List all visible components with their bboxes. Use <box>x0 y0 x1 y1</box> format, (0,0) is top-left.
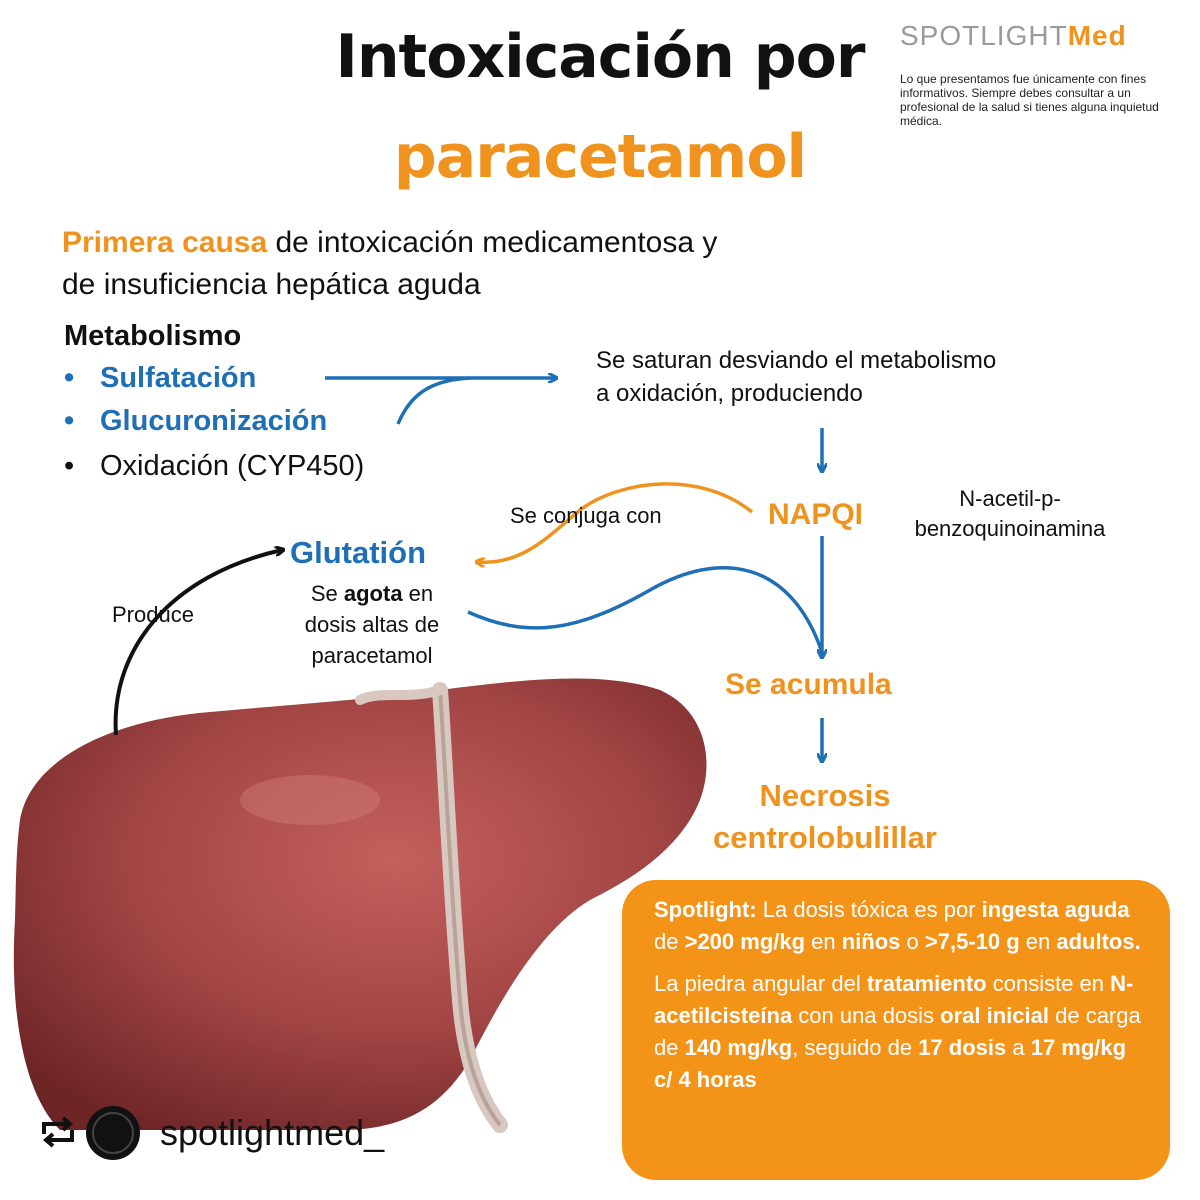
bold-span: niños <box>841 929 901 954</box>
arrow-glucuronization <box>396 376 471 425</box>
liver-illustration <box>13 678 707 1133</box>
text-span: en <box>1019 929 1057 954</box>
bold-span: 17 dosis <box>918 1035 1007 1060</box>
disclaimer: Lo que presentamos fue únicamente con fi… <box>900 72 1159 128</box>
intro-highlight: Primera causa <box>62 226 268 259</box>
conjugates-label: Se conjuga con <box>510 503 662 528</box>
text-span: a <box>1006 1035 1031 1060</box>
arrow-conjugates <box>478 482 754 562</box>
necrosis-line-1: Necrosis <box>759 778 891 813</box>
text-span: , seguido de <box>792 1035 919 1060</box>
text-span: en <box>805 929 842 954</box>
metabolism-item-label: Sulfatación <box>100 362 257 394</box>
depletion-text: Se agota en dosis altas de paracetamol <box>272 578 472 671</box>
metabolism-item-label: Oxidación (CYP450) <box>100 450 365 482</box>
intro-line-2: de insuficiencia hepática aguda <box>62 268 481 301</box>
saturation-line-1: Se saturan desviando el metabolismo <box>596 347 997 374</box>
brand-logo: SPOTLIGHTMed <box>900 20 1127 52</box>
text-span: consiste en <box>986 971 1111 996</box>
depletion-post: en <box>402 581 434 606</box>
bold-span: N-acetilcisteína <box>654 971 1134 1028</box>
accumulates-label: Se acumula <box>725 668 892 701</box>
saturation-line-2: a oxidación, produciendo <box>596 380 863 407</box>
spotlight-label: Spotlight: <box>654 897 757 922</box>
avatar[interactable] <box>86 1106 140 1160</box>
depletion-pre: Se <box>310 581 344 606</box>
arrow-depletion <box>467 566 824 653</box>
glutathione-label: Glutatión <box>290 535 427 570</box>
text-span: de carga de <box>654 1003 1141 1060</box>
napqi-full-name: N-acetil-p- benzoquinoinamina <box>900 484 1120 544</box>
saturation-text: Se saturan desviando el metabolismo a ox… <box>596 344 1116 410</box>
text-span: de <box>654 929 685 954</box>
text-span: o <box>900 929 925 954</box>
title-line-2: paracetamol <box>393 122 807 192</box>
spotlight-box: Spotlight: La dosis tóxica es por ingest… <box>622 880 1170 1180</box>
metabolism-item-sulfation: • Sulfatación <box>64 362 256 395</box>
title-line-1: Intoxicación por <box>335 22 866 92</box>
bold-span: >7,5-10 g <box>924 929 1020 954</box>
produces-label: Produce <box>112 602 194 627</box>
depletion-line-3: paracetamol <box>311 643 433 668</box>
bullet: • <box>64 405 75 437</box>
bold-span: tratamiento <box>866 971 987 996</box>
text-span: La piedra angular del <box>654 971 867 996</box>
bold-span: oral inicial <box>940 1003 1049 1028</box>
metabolism-item-oxidation: • Oxidación (CYP450) <box>64 450 364 483</box>
intro-text: Primera causa de intoxicación medicament… <box>62 222 882 306</box>
arrow-produces <box>113 550 282 736</box>
bold-span: >200 mg/kg <box>684 929 806 954</box>
necrosis-line-2: centrolobulillar <box>713 820 937 855</box>
bold-span: 140 mg/kg <box>684 1035 793 1060</box>
spotlight-paragraph-2: La piedra angular del tratamiento consis… <box>654 968 1142 1096</box>
napqi-label: NAPQI <box>768 498 864 531</box>
text-span: con una dosis <box>792 1003 941 1028</box>
depletion-line-2: dosis altas de <box>304 612 440 637</box>
intro-rest-line-1: de intoxicación medicamentosa y <box>267 226 718 259</box>
necrosis-label: Necrosis centrolobulillar <box>690 775 960 859</box>
bullet: • <box>64 450 75 482</box>
bold-span: adultos. <box>1056 929 1141 954</box>
bullet: • <box>64 362 75 394</box>
brand-part-2: Med <box>1067 20 1127 51</box>
brand-part-1: SPOTLIGHT <box>900 20 1068 51</box>
bold-span: ingesta aguda <box>981 897 1130 922</box>
spotlight-paragraph-1: Spotlight: La dosis tóxica es por ingest… <box>654 894 1142 958</box>
napqi-full-line-1: N-acetil-p- <box>959 486 1061 511</box>
text-span: La dosis tóxica es por <box>756 897 982 922</box>
metabolism-item-glucuronization: • Glucuronización <box>64 405 327 438</box>
depletion-bold: agota <box>343 581 403 606</box>
metabolism-item-label: Glucuronización <box>100 405 328 437</box>
bold-span: 17 mg/kg c/ 4 horas <box>654 1035 1127 1092</box>
repost-icon[interactable] <box>38 1112 78 1152</box>
napqi-full-line-2: benzoquinoinamina <box>914 516 1106 541</box>
username[interactable]: spotlightmed_ <box>160 1112 385 1153</box>
metabolism-title: Metabolismo <box>64 320 242 352</box>
